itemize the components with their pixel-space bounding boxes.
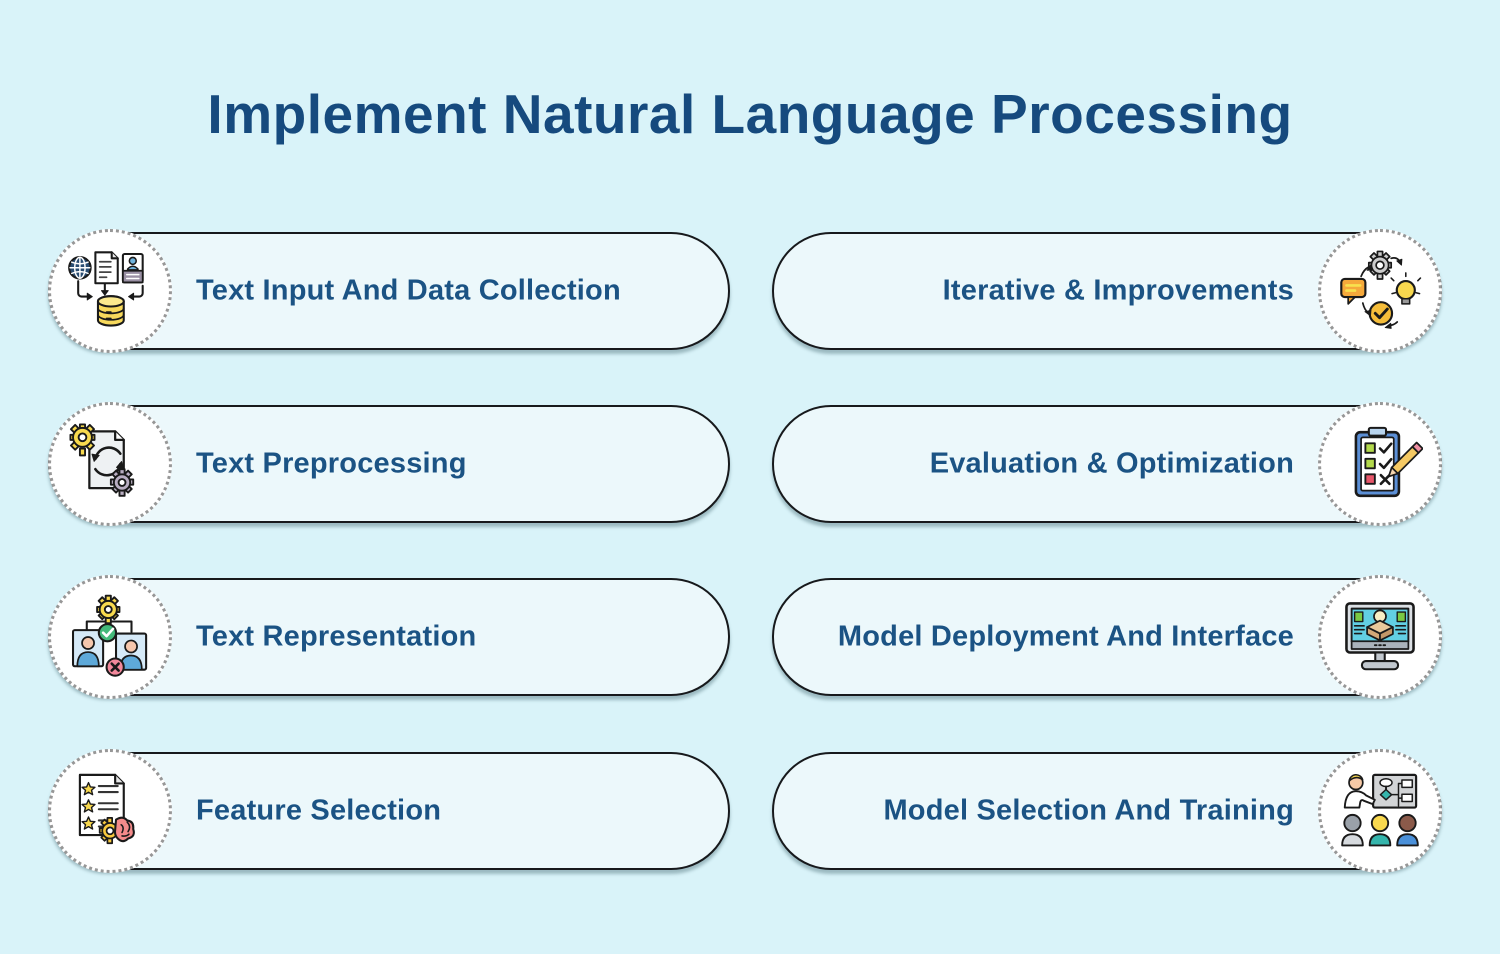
step-card-model-deployment-interface: Model Deployment And Interface: [772, 575, 1442, 699]
step-card-iterative-improvements: Iterative & Improvements: [772, 229, 1442, 353]
card-label: Iterative & Improvements: [942, 274, 1294, 307]
page-title: Implement Natural Language Processing: [207, 83, 1293, 145]
step-card-text-input-data-collection: Text Input And Data Collection: [48, 229, 730, 353]
step-card-model-selection-training: Model Selection And Training: [772, 749, 1442, 873]
card-label: Feature Selection: [196, 794, 442, 827]
card-label: Model Selection And Training: [883, 794, 1294, 827]
step-card-feature-selection: Feature Selection: [48, 749, 730, 873]
icon-badge: [1318, 402, 1442, 526]
card-label: Evaluation & Optimization: [929, 447, 1294, 480]
icon-badge: [1318, 229, 1442, 353]
feature-selection-icon: [78, 773, 135, 845]
text-preprocessing-icon: [69, 423, 135, 497]
card-label: Text Representation: [196, 620, 477, 653]
icon-badge: [48, 402, 172, 526]
icon-badge: [48, 575, 172, 699]
step-card-evaluation-optimization: Evaluation & Optimization: [772, 402, 1442, 526]
card-label: Text Input And Data Collection: [196, 274, 621, 307]
model-deployment-icon: [1345, 602, 1415, 671]
icon-badge: [1318, 749, 1442, 873]
iterative-improvements-icon: [1340, 250, 1422, 329]
step-card-text-representation: Text Representation: [48, 575, 730, 699]
data-collection-icon: [68, 251, 144, 327]
icon-badge: [1318, 575, 1442, 699]
evaluation-optimization-icon: [1354, 426, 1423, 498]
step-card-text-preprocessing: Text Preprocessing: [48, 402, 730, 526]
card-label: Text Preprocessing: [196, 447, 467, 480]
model-selection-training-icon: [1341, 773, 1419, 847]
icon-badge: [48, 229, 172, 353]
text-representation-icon: [71, 594, 148, 677]
icon-badge: [48, 749, 172, 873]
card-label: Model Deployment And Interface: [837, 620, 1294, 653]
